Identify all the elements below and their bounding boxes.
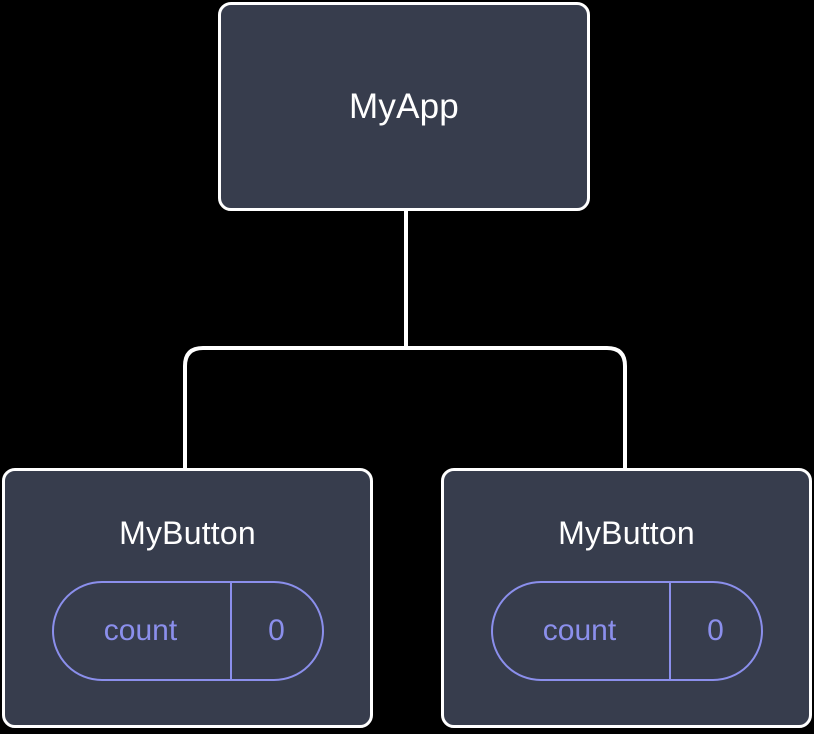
node-mybutton-right-label: MyButton: [558, 515, 695, 551]
state-value-right: 0: [668, 583, 761, 679]
state-key-left: count: [103, 614, 178, 647]
state-pill-left: count 0: [51, 581, 324, 681]
node-mybutton-left-label: MyButton: [119, 515, 256, 551]
state-value-left: 0: [229, 583, 322, 679]
state-key-right: count: [542, 614, 617, 647]
node-myapp-label: MyApp: [349, 87, 459, 126]
state-pill-right: count 0: [490, 581, 763, 681]
node-mybutton-left[interactable]: MyButton count 0: [2, 468, 373, 728]
node-myapp[interactable]: MyApp: [218, 2, 590, 211]
connector-branch-bus: [183, 346, 627, 470]
node-mybutton-right[interactable]: MyButton count 0: [441, 468, 812, 728]
